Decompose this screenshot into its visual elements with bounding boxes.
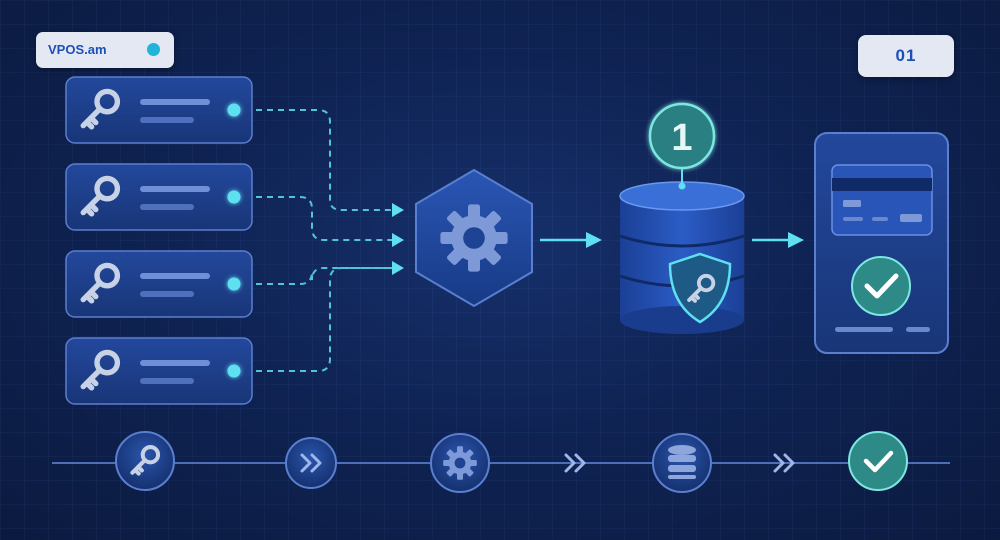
check-icon	[863, 450, 894, 473]
double-chevron-icon	[300, 453, 322, 473]
brand-dot	[147, 43, 160, 56]
result-card	[814, 132, 949, 354]
output-dot	[227, 190, 241, 204]
timeline-chevron-2	[773, 453, 795, 473]
output-dot	[227, 277, 241, 291]
timeline-step-key	[115, 431, 175, 491]
timeline-step-database	[652, 433, 712, 493]
key-card-1	[65, 76, 253, 144]
brand-name: VPOS.am	[48, 42, 107, 57]
gear-icon	[440, 204, 508, 272]
database-icon	[668, 445, 696, 479]
check-icon	[851, 256, 911, 316]
timeline	[52, 431, 950, 493]
key-card-3	[65, 250, 253, 318]
key-card-4	[65, 337, 253, 405]
database-badge-number: 1	[671, 117, 692, 159]
double-chevron-icon	[564, 453, 586, 473]
brand-badge: VPOS.am	[36, 32, 174, 68]
timeline-step-forward	[285, 437, 337, 489]
arrow-to-database	[540, 232, 602, 248]
database-node: 1	[619, 102, 745, 334]
shield-key-icon	[668, 252, 732, 324]
dashed-connectors	[234, 109, 392, 372]
step-number-badge: 01	[858, 35, 954, 77]
step-circle	[648, 102, 716, 170]
timeline-step-check	[848, 431, 908, 491]
output-dot	[227, 364, 241, 378]
credit-card-icon	[831, 164, 933, 236]
gear-icon	[443, 446, 477, 480]
connector-arrowheads	[392, 203, 404, 275]
key-card-2	[65, 163, 253, 231]
timeline-step-gear	[430, 433, 490, 493]
timeline-chevron-1	[564, 453, 586, 473]
arrow-to-result	[752, 232, 804, 248]
double-chevron-icon	[773, 453, 795, 473]
processor-node	[415, 168, 533, 308]
output-dot	[227, 103, 241, 117]
